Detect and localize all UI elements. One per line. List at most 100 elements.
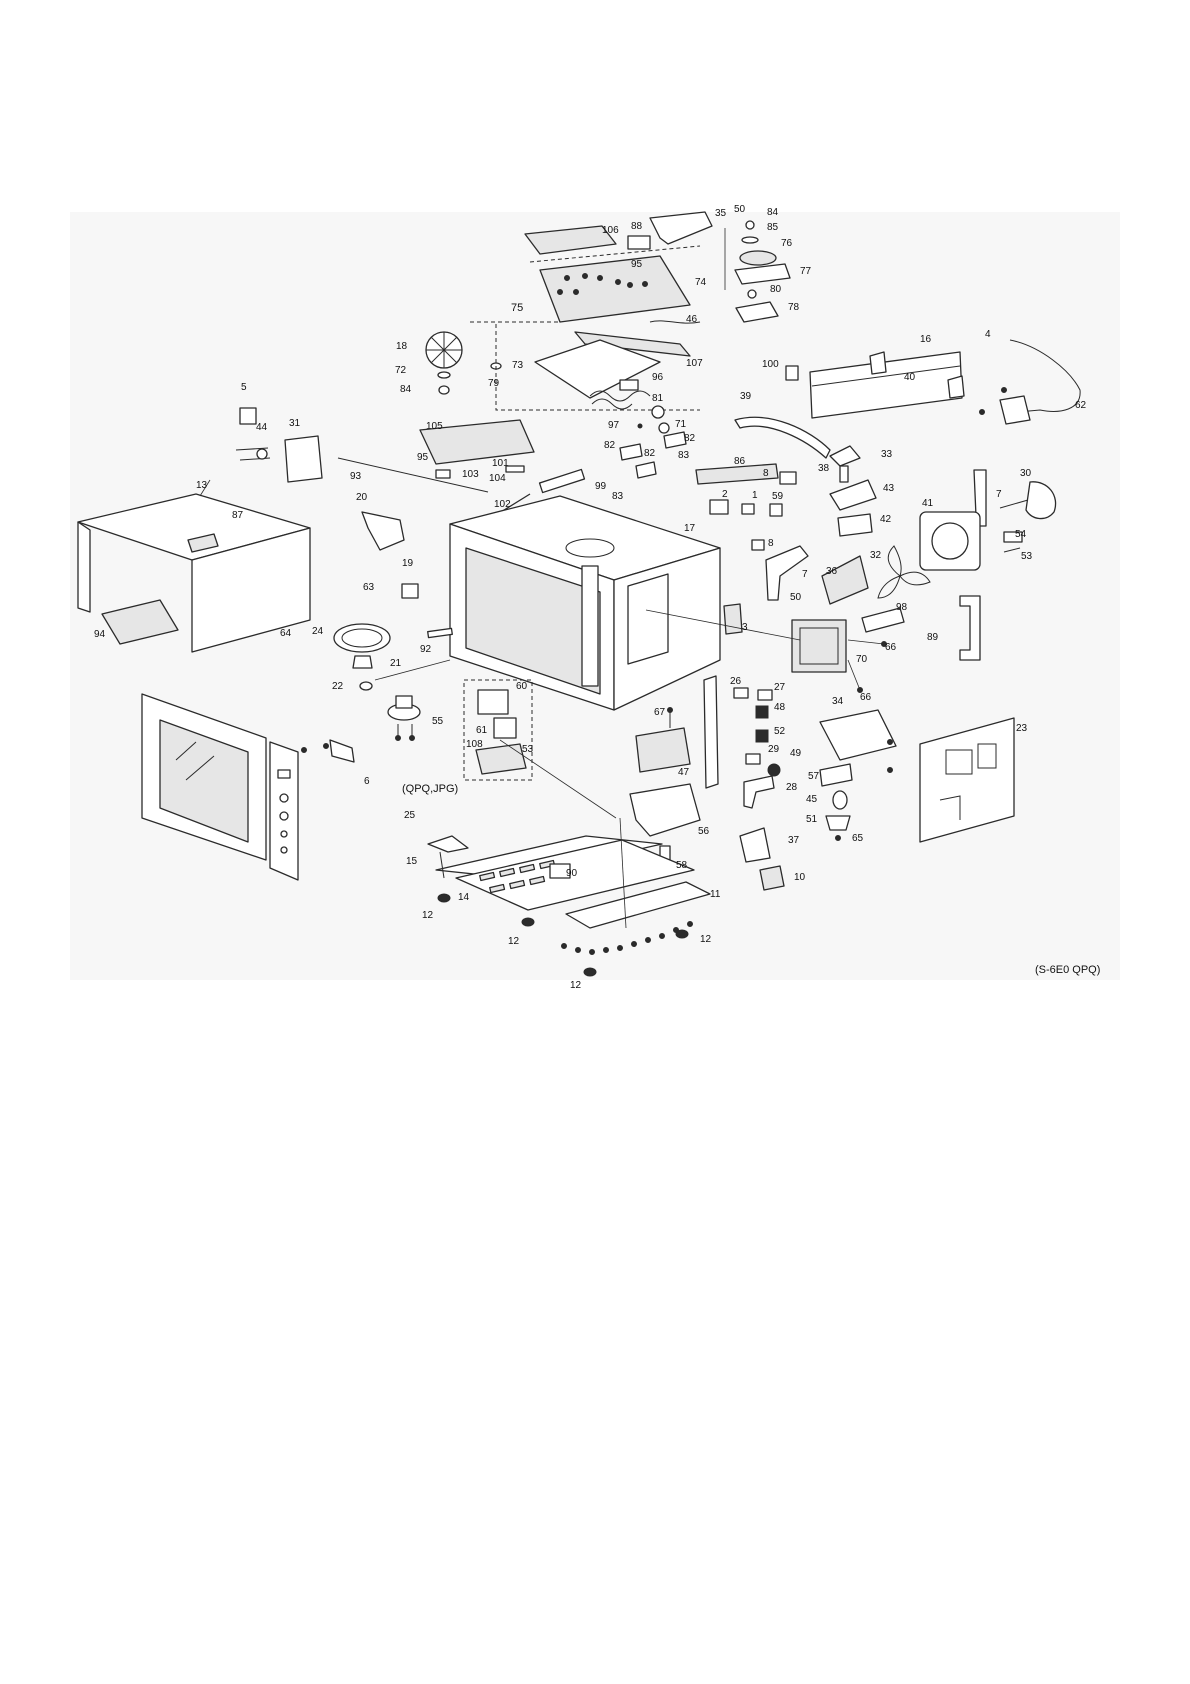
part-42-motor [837,513,873,537]
base-vents [479,859,556,894]
callout-86: 86 [734,456,746,467]
turntable-motor [387,695,421,741]
part-21-coupler [352,655,373,669]
part-22-washer [359,681,373,691]
part-56-bracket [629,783,701,837]
callout-80: 80 [770,284,782,295]
part-6-latch [329,739,355,763]
reference-code: (S-6E0 QPQ) [1035,964,1100,976]
part-45-lamp [832,790,848,810]
callout-61: 61 [476,725,488,736]
top-plate-assembly [524,211,713,410]
part-37-cover [739,827,771,863]
callout-63: 63 [363,582,375,593]
part-57-bracket [819,763,853,787]
callout-5: 5 [241,382,247,393]
callout-105: 105 [426,421,443,432]
part-44-thermostat [256,448,268,460]
callout-26: 26 [730,676,742,687]
callout-27: 27 [774,682,786,693]
part-75-top-plate [539,255,691,323]
part-76-pulley [739,250,777,266]
part-85-washer [741,236,759,244]
part-33-coupler [829,445,861,467]
part-78-mount [735,301,779,323]
part-19-plate [401,583,419,599]
part-84-nut-lower [438,385,450,395]
base-screws [561,921,693,955]
callout-31: 31 [289,418,301,429]
callout-95-left: 95 [417,452,429,463]
part-47-pcb [635,727,691,773]
cavity-opening [465,547,601,695]
callout-12-bottom: 12 [570,980,582,991]
callout-18: 18 [396,341,408,352]
control-bracket-plate [627,573,669,665]
part-29-lever [745,753,761,765]
part-31-panel [284,435,323,483]
callout-82-right: 82 [684,433,696,444]
callout-71: 71 [675,419,687,430]
callout-46: 46 [686,314,698,325]
part-89-bracket [959,595,981,661]
part-77-bracket [734,263,791,285]
part-3-plate [723,603,743,635]
callout-8-mid: 8 [768,538,774,549]
callout-103: 103 [462,469,479,480]
callout-84-top: 84 [767,207,779,218]
part-82-clip-c [663,431,687,449]
base-assembly [427,835,711,977]
callout-57: 57 [808,771,820,782]
part-84-nut [745,220,755,230]
callout-62: 62 [1075,400,1087,411]
callout-6: 6 [364,776,370,787]
fan-dash-outline [495,324,700,411]
part-43-base [829,479,877,511]
leader-13 [199,479,211,497]
callout-75: 75 [511,302,523,314]
part-100-clip [785,365,799,381]
callout-96: 96 [652,372,664,383]
door-assembly [141,693,355,881]
callout-79: 79 [488,378,500,389]
left-small-parts [235,407,586,521]
callout-53-left: 53 [522,744,534,755]
part-35-bracket [649,211,713,245]
leader-pcb-to-base [499,739,617,819]
part-49-cam [767,763,781,777]
callout-7-right: 7 [996,489,1002,500]
callout-87: 87 [232,510,244,521]
callout-7-mid: 7 [802,569,808,580]
door-window [159,719,249,843]
callout-64: 64 [280,628,292,639]
callout-92: 92 [420,644,432,655]
part-46-wire [649,320,701,324]
callout-19: 19 [402,558,414,569]
part-38-spring [839,465,849,483]
part-39-belt [734,416,831,459]
part-73-plate [534,339,661,399]
control-panel [269,741,299,881]
part-14-base-plate [455,839,695,911]
callout-53-right: 53 [1021,551,1033,562]
cabinet-side [191,527,311,653]
part-65-screw [835,835,841,841]
callout-74: 74 [695,277,707,288]
magnetron-assembly [791,619,887,693]
callout-78: 78 [788,302,800,313]
callout-101: 101 [492,458,509,469]
oven-cavity [401,495,743,711]
callout-12-right: 12 [700,934,712,945]
callout-82-mid: 82 [644,448,656,459]
callout-23: 23 [1016,723,1028,734]
callout-59: 59 [772,491,784,502]
callout-98: 98 [896,602,908,613]
part-105-plate [419,419,535,465]
callout-102: 102 [494,499,511,510]
callout-58: 58 [676,860,688,871]
callout-66-bottom: 66 [860,692,872,703]
rear-bracket-and-cord [785,339,1081,425]
callout-21: 21 [390,658,402,669]
callout-20: 20 [356,492,368,503]
